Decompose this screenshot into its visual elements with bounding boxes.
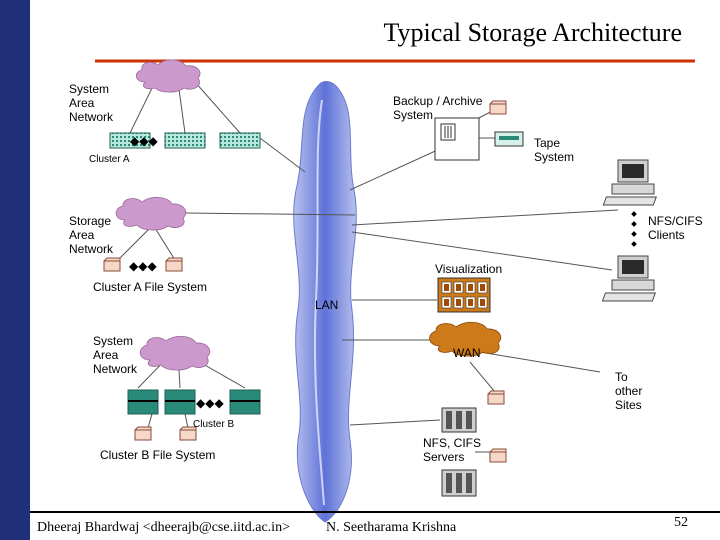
visualization-tile-fill <box>444 284 485 306</box>
san-ellipsis: ◆◆◆ <box>129 259 157 273</box>
label-lan: LAN <box>315 298 339 312</box>
left-sidebar-bar <box>0 0 30 540</box>
footer-author: Dheeraj Bhardwaj <dheerajb@cse.iitd.ac.i… <box>37 520 290 535</box>
page-number: 52 <box>674 515 688 530</box>
cluster-a-node-1 <box>109 132 151 149</box>
system-area-network-cloud-b <box>139 335 211 371</box>
label-backup-archive-system: Backup / Archive System <box>393 94 483 122</box>
storage-area-network-cloud <box>115 196 187 231</box>
cluster-b-disk-icon-1 <box>134 426 152 441</box>
label-visualization: Visualization <box>435 262 503 276</box>
label-system-area-network-a: System Area Network <box>69 82 114 124</box>
cluster-b-ellipsis: ◆◆◆ <box>196 396 224 410</box>
backup-disk-icon <box>489 100 507 115</box>
cluster-b-nodes <box>127 389 261 415</box>
label-cluster-b-file-system: Cluster B File System <box>100 448 216 462</box>
label-to-other-sites: To other Sites <box>615 370 643 412</box>
wan-disk-icon <box>487 390 505 405</box>
san-disk-icon-2 <box>165 257 183 272</box>
label-storage-area-network: Storage Area Network <box>69 214 114 256</box>
cluster-a-ellipsis: ◆◆◆ <box>130 134 158 148</box>
nfs-server-disk-icon <box>489 448 507 463</box>
client-computer-1 <box>602 159 657 206</box>
lan-cloud <box>293 81 357 523</box>
wan-cloud <box>429 321 502 357</box>
clients-vertical-ellipsis <box>631 211 637 247</box>
lan-cloud-highlight <box>313 99 325 506</box>
label-cluster-a-file-system: Cluster A File System <box>93 280 208 294</box>
label-cluster-a: Cluster A <box>89 154 130 165</box>
disk-icons <box>103 100 507 463</box>
cluster-a-node-2 <box>164 132 206 149</box>
label-nfs-cifs-clients: NFS/CIFS Clients <box>648 214 703 242</box>
nfs-cifs-server-2 <box>441 469 477 497</box>
nfs-cifs-server-1 <box>441 407 477 433</box>
label-system-area-network-b: System Area Network <box>93 334 138 376</box>
label-wan: WAN <box>453 346 481 360</box>
label-cluster-b: Cluster B <box>193 419 235 430</box>
client-computer-2 <box>601 255 657 302</box>
cluster-b-disk-icon-2 <box>179 426 197 441</box>
label-tape-system: Tape System <box>534 136 575 164</box>
san-disk-icon-1 <box>103 257 121 272</box>
footer-coauthor: N. Seetharama Krishna <box>326 520 457 535</box>
label-nfs-cifs-servers: NFS, CIFS Servers <box>423 436 482 464</box>
cluster-a-node-3 <box>219 132 261 149</box>
system-area-network-cloud-a <box>135 59 201 93</box>
page-title: Typical Storage Architecture <box>383 18 682 47</box>
